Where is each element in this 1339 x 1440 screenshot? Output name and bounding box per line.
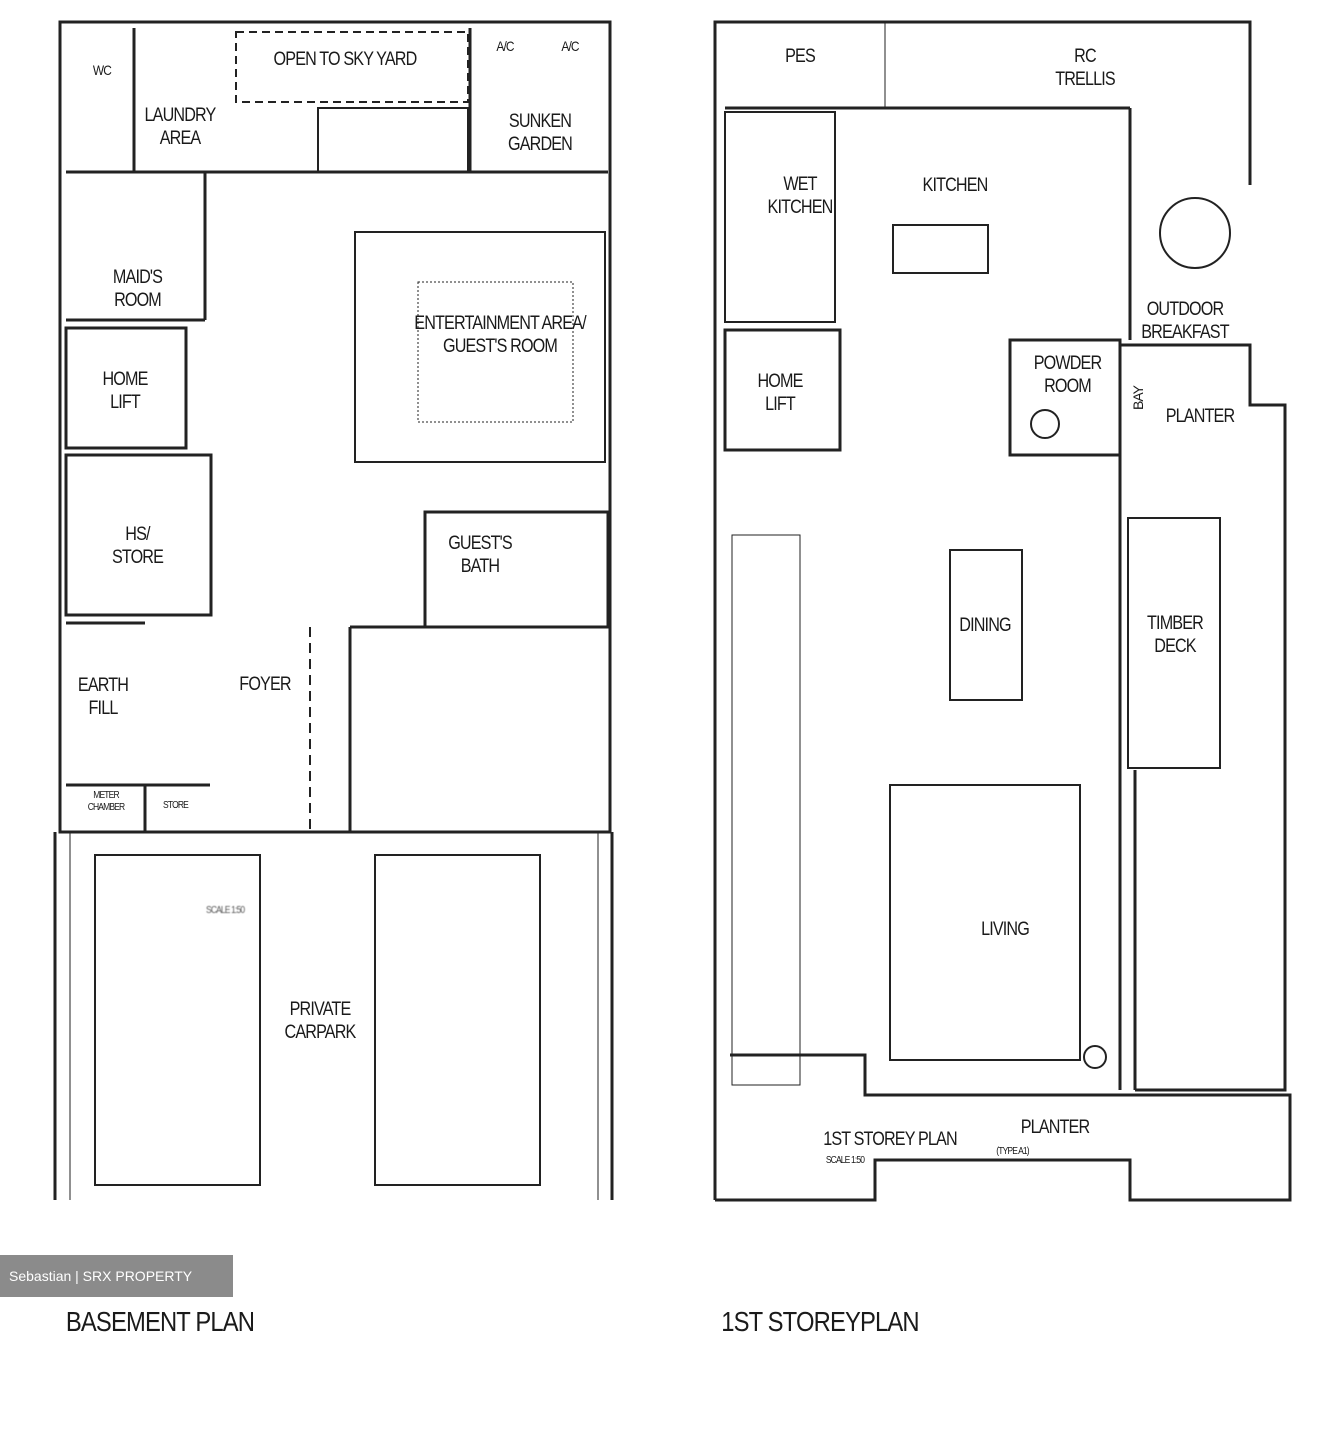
first-room-living: LIVING — [981, 919, 1030, 940]
basement-room-entertainment: ENTERTAINMENT AREA/ GUEST'S ROOM — [414, 313, 586, 357]
basement-room-wc: WC — [92, 62, 112, 78]
first-room-planter-bottom: PLANTER — [1020, 1117, 1090, 1138]
basement-room-sunken-garden: SUNKEN GARDEN — [507, 111, 573, 155]
basement-room-open-to-sky-yard: OPEN TO SKY YARD — [273, 49, 418, 70]
basement-room-laundry: LAUNDRY AREA — [144, 105, 217, 149]
first-storey-walls — [713, 20, 1292, 1202]
first-room-bay: BAY — [1130, 386, 1146, 410]
first-room-planter-top: PLANTER — [1165, 406, 1235, 427]
basement-scale: SCALE 1:50 — [206, 905, 245, 916]
basement-ac-1: A/C — [496, 38, 514, 54]
basement-room-foyer: FOYER — [239, 674, 291, 695]
first-room-rc-trellis: RC TRELLIS — [1055, 46, 1115, 90]
basement-ac-2: A/C — [561, 38, 579, 54]
basement-room-home-lift: HOME LIFT — [102, 369, 148, 413]
first-room-kitchen: KITCHEN — [922, 175, 989, 196]
basement-plan-caption: BASEMENT PLAN — [65, 1306, 255, 1337]
first-room-timber-deck: TIMBER DECK — [1147, 613, 1204, 657]
first-storey-plan-caption: 1ST STOREYPLAN — [721, 1306, 919, 1337]
first-room-dining: DINING — [959, 615, 1011, 636]
basement-room-hs-store: HS/ STORE — [111, 524, 164, 568]
basement-room-maids-room: MAID'S ROOM — [112, 267, 163, 311]
basement-walls — [53, 20, 614, 1200]
basement-room-private-carpark: PRIVATE CARPARK — [284, 999, 357, 1043]
watermark: Sebastian | SRX PROPERTY — [0, 1255, 233, 1297]
first-room-pes: PES — [785, 46, 816, 67]
first-plan-type: (TYPE A1) — [996, 1146, 1029, 1157]
basement-room-guests-bath: GUEST'S BATH — [448, 533, 512, 577]
basement-room-earth-fill: EARTH FILL — [77, 675, 129, 719]
first-plan-scale: SCALE 1:50 — [825, 1155, 865, 1166]
first-room-wet-kitchen: WET KITCHEN — [767, 174, 834, 218]
first-room-home-lift: HOME LIFT — [757, 371, 803, 415]
basement-room-meter-chamber: METER CHAMBER — [87, 790, 125, 813]
first-room-outdoor-breakfast: OUTDOOR BREAKFAST — [1141, 299, 1229, 343]
first-room-powder-room: POWDER ROOM — [1033, 353, 1102, 397]
first-plan-title: 1ST STOREY PLAN — [823, 1129, 957, 1150]
basement-room-store: STORE — [163, 800, 189, 811]
